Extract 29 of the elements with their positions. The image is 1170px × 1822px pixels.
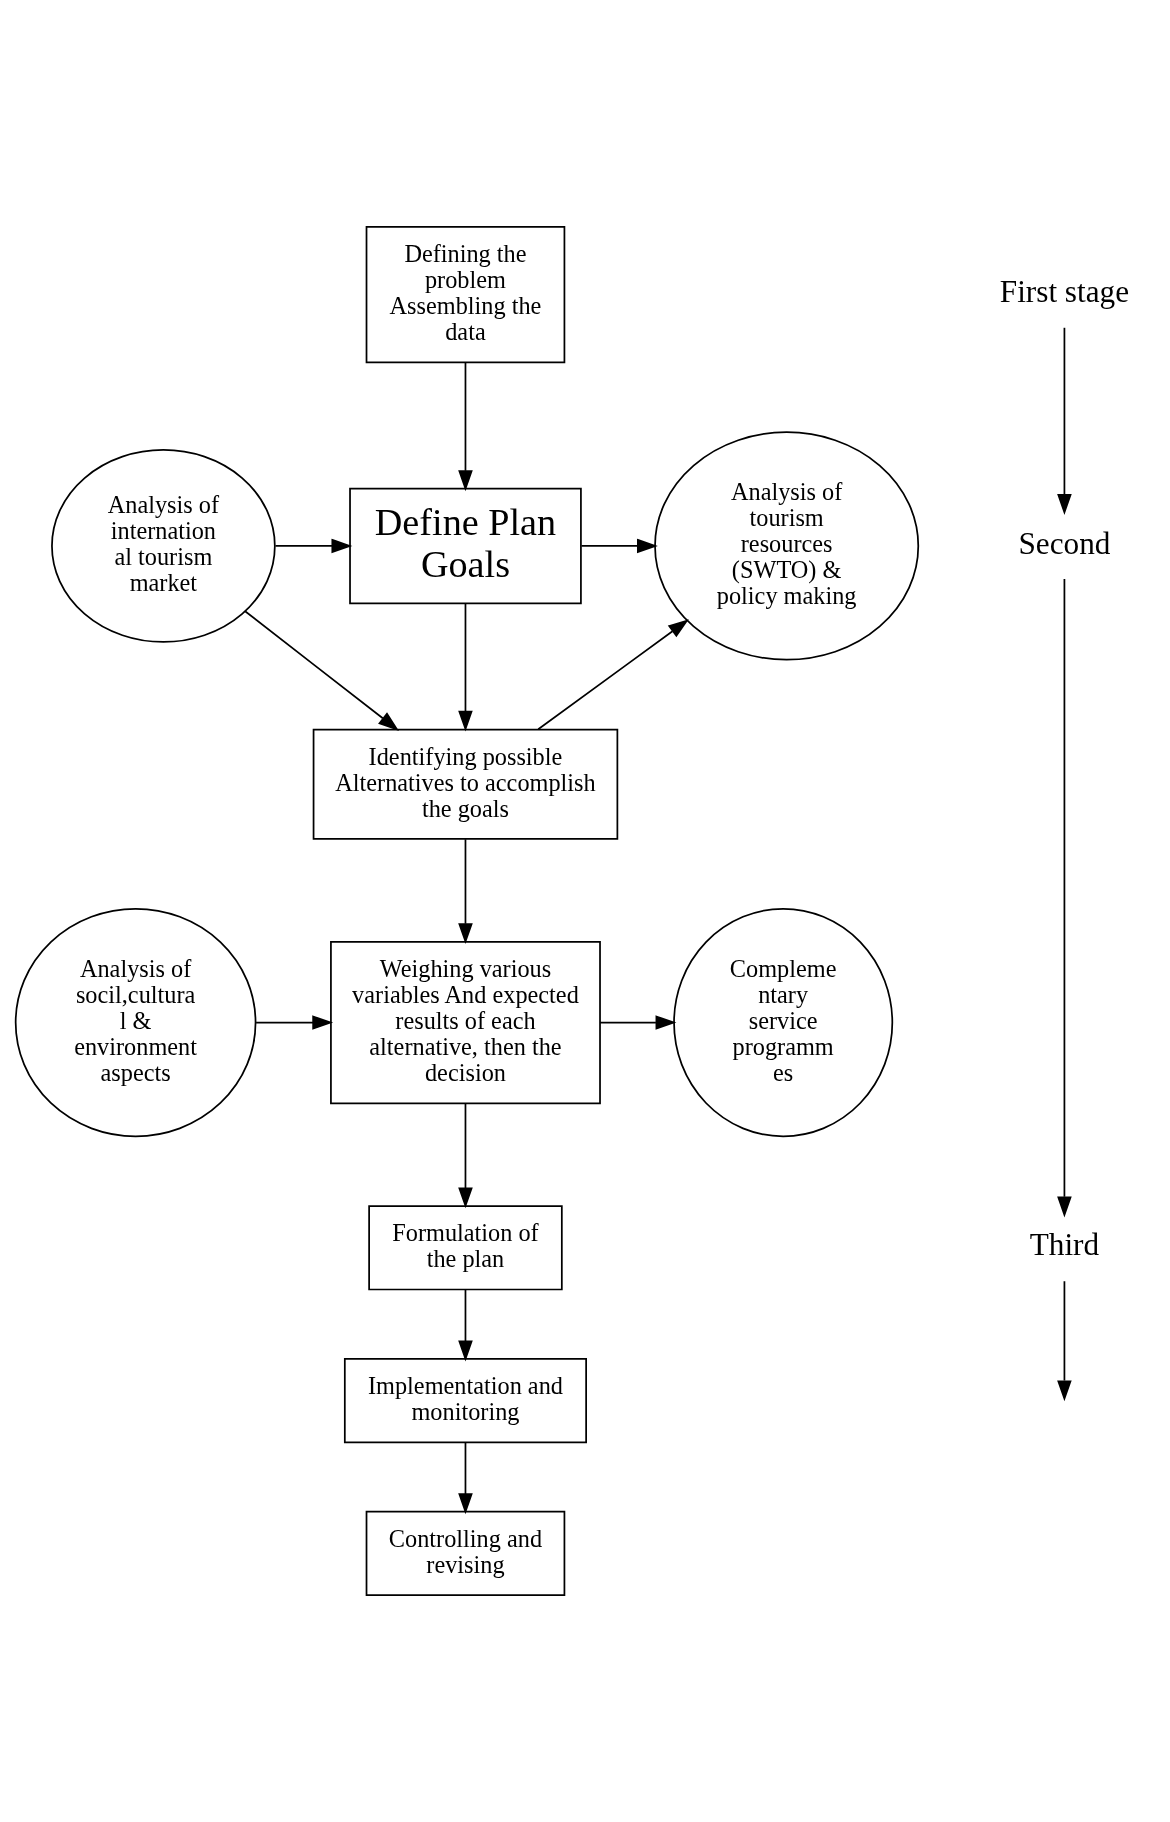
arrow (599, 1015, 677, 1030)
node-ellipse: Analysis of tourism resources (SWTO) & policy making (654, 431, 920, 661)
arrow (580, 538, 658, 554)
arrow (458, 361, 473, 492)
node-text: Second (1018, 525, 1111, 561)
node-box: Weighing various variables And expected results of each alternative, then the decision (330, 940, 601, 1105)
node-box: Controlling and revising (365, 1510, 566, 1596)
node-box: Implementation and monitoring (343, 1358, 587, 1444)
node-box: Identifying possible Alternatives to accomplish the goals (312, 728, 619, 840)
node-text: First stage (999, 274, 1130, 310)
arrow (458, 602, 473, 732)
arrow (537, 619, 689, 731)
arrow (274, 538, 353, 554)
node-box: Define Plan Goals (349, 487, 582, 605)
arrow (1057, 326, 1072, 515)
node-box: Defining the problem Assembling the data (365, 226, 566, 364)
arrow (1057, 1280, 1072, 1402)
node-text: Third (1029, 1227, 1100, 1263)
arrow (458, 1441, 473, 1515)
arrow (458, 838, 473, 945)
node-circle: Compleme ntary service programm es (673, 907, 894, 1138)
arrow (244, 610, 400, 731)
node-circle: Analysis of socil,cultura l & environment aspects (14, 907, 257, 1138)
arrow (1057, 578, 1072, 1218)
arrow (458, 1102, 473, 1209)
arrow (458, 1288, 473, 1362)
node-box: Formulation of the plan (368, 1205, 563, 1291)
node-ellipse: Analysis of internation al tourism market (51, 449, 276, 643)
arrow (255, 1015, 334, 1030)
